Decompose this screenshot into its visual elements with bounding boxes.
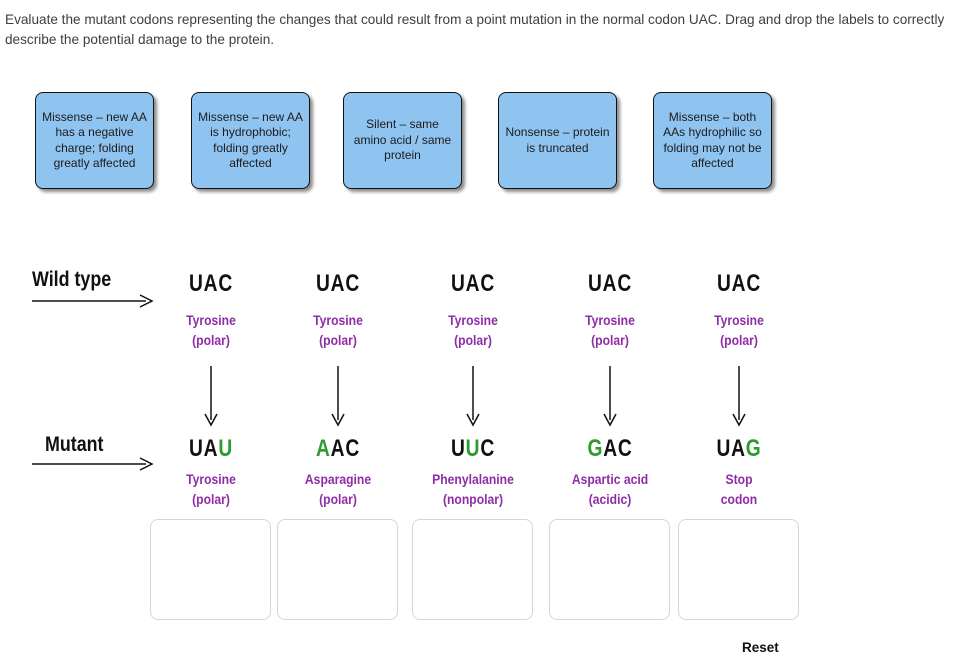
codon-letter: C (345, 435, 361, 462)
codon-letter: U (716, 435, 732, 462)
amino-acid-name: Tyrosine (313, 313, 363, 328)
amino-acid-property: codon (720, 492, 758, 507)
down-arrow-icon (330, 366, 346, 433)
amino-acid-property: (polar) (192, 492, 230, 507)
codon-letter: A (330, 435, 346, 462)
amino-acid-name: Asparagine (304, 472, 372, 487)
codon-letter: U (218, 435, 234, 462)
drop-zone-3[interactable] (412, 519, 533, 620)
amino-acid-name: Tyrosine (448, 313, 498, 328)
amino-acid-property: (polar) (192, 333, 230, 348)
wild-codon: UAC (717, 270, 761, 297)
codon-column-5: UAC Tyrosine (polar) UAG Stop codon (674, 270, 804, 640)
drop-zone-5[interactable] (678, 519, 799, 620)
amino-acid-name: Phenylalanine (432, 472, 514, 487)
wild-codon: UAC (451, 270, 495, 297)
right-arrow-icon (32, 456, 154, 477)
amino-acid-name: Tyrosine (186, 472, 236, 487)
amino-acid-property: (polar) (591, 333, 629, 348)
down-arrow-icon (731, 366, 747, 433)
mutant-row-label: Mutant (45, 433, 104, 456)
codon-letter: A (203, 435, 219, 462)
codon-letter: G (587, 435, 604, 462)
mutant-codon: GAC (558, 435, 662, 463)
codon-letter: G (745, 435, 762, 462)
mutant-codon: AAC (286, 435, 390, 463)
amino-acid-name: Stop (725, 472, 753, 487)
codon-column-4: UAC Tyrosine (polar) GAC Aspartic acid (… (545, 270, 675, 640)
mutant-codon: UAG (687, 435, 791, 463)
drop-zone-2[interactable] (277, 519, 398, 620)
amino-acid-property: (polar) (720, 333, 758, 348)
codon-letter: A (603, 435, 618, 462)
amino-acid-property: (polar) (454, 333, 492, 348)
codon-letter: C (480, 435, 496, 462)
mutant-codon: UUC (421, 435, 525, 463)
wild-amino-acid: Tyrosine (polar) (415, 311, 532, 351)
drag-label-missense-negative[interactable]: Missense – new AA has a negative charge;… (35, 92, 154, 189)
mutant-amino-acid: Phenylalanine (nonpolar) (415, 470, 532, 510)
wild-amino-acid: Tyrosine (polar) (153, 311, 270, 351)
wild-codon: UAC (316, 270, 360, 297)
amino-acid-property: (nonpolar) (442, 492, 504, 507)
amino-acid-name: Tyrosine (714, 313, 764, 328)
drag-label-missense-hydrophilic[interactable]: Missense – both AAs hydrophilic so foldi… (653, 92, 772, 189)
instructions-text: Evaluate the mutant codons representing … (5, 12, 945, 47)
reset-button[interactable]: Reset (742, 640, 779, 655)
codon-letter: A (315, 435, 331, 462)
mutant-amino-acid: Aspartic acid (acidic) (552, 470, 669, 510)
wild-codon: UAC (588, 270, 632, 297)
wild-codon: UAC (189, 270, 233, 297)
drop-zone-1[interactable] (150, 519, 271, 620)
mutant-amino-acid: Tyrosine (polar) (153, 470, 270, 510)
codon-letter: A (731, 435, 746, 462)
wild-amino-acid: Tyrosine (polar) (552, 311, 669, 351)
wild-type-row-label: Wild type (32, 268, 112, 291)
mutant-amino-acid: Asparagine (polar) (280, 470, 397, 510)
mutant-codon: UAU (159, 435, 263, 463)
amino-acid-property: (polar) (319, 492, 357, 507)
codon-letter: U (465, 435, 481, 462)
right-arrow-icon (32, 293, 154, 314)
codon-letter: U (450, 435, 466, 462)
drop-zone-4[interactable] (549, 519, 670, 620)
wild-amino-acid: Tyrosine (polar) (681, 311, 798, 351)
codon-letter: C (617, 435, 633, 462)
mutant-amino-acid: Stop codon (681, 470, 798, 510)
amino-acid-name: Tyrosine (585, 313, 635, 328)
down-arrow-icon (465, 366, 481, 433)
wild-amino-acid: Tyrosine (polar) (280, 311, 397, 351)
amino-acid-property: (acidic) (588, 492, 632, 507)
drag-label-silent[interactable]: Silent – same amino acid / same protein (343, 92, 462, 189)
codon-letter: U (188, 435, 204, 462)
amino-acid-property: (polar) (319, 333, 357, 348)
down-arrow-icon (203, 366, 219, 433)
amino-acid-name: Aspartic acid (571, 472, 649, 487)
drag-label-missense-hydrophobic[interactable]: Missense – new AA is hydrophobic; foldin… (191, 92, 310, 189)
codon-column-3: UAC Tyrosine (polar) UUC Phenylalanine (… (408, 270, 538, 640)
down-arrow-icon (602, 366, 618, 433)
codon-column-2: UAC Tyrosine (polar) AAC Asparagine (pol… (273, 270, 403, 640)
drag-label-nonsense[interactable]: Nonsense – protein is truncated (498, 92, 617, 189)
codon-column-1: UAC Tyrosine (polar) UAU Tyrosine (polar… (146, 270, 276, 640)
amino-acid-name: Tyrosine (186, 313, 236, 328)
